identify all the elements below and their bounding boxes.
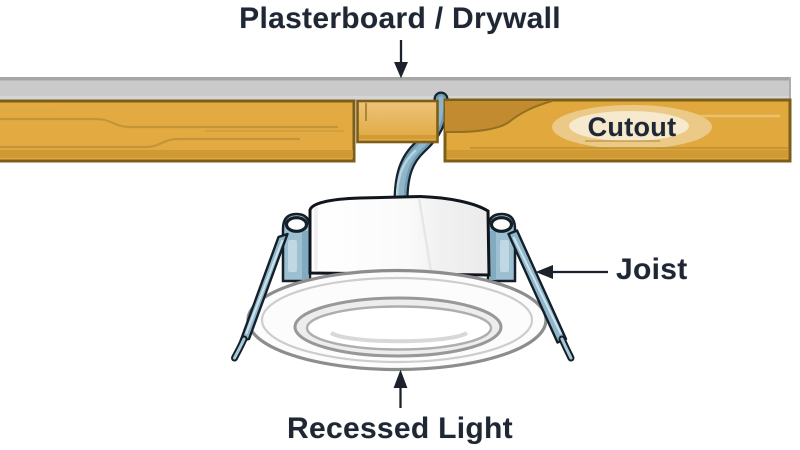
recessed-light-fixture <box>231 194 575 372</box>
canister-facet-line <box>417 197 433 272</box>
blocking-middle-graphic <box>356 99 439 144</box>
wood-grain <box>0 137 300 149</box>
spring-clip-right-bracket <box>486 212 517 283</box>
plasterboard-right-edge <box>789 77 791 101</box>
wood-grain <box>0 117 338 129</box>
cutout-label: Cutout <box>587 112 677 142</box>
plasterboard-down-arrow-icon <box>394 40 408 79</box>
cutout-shadow-edge <box>445 100 553 133</box>
joist-label: Joist <box>616 253 688 286</box>
cutout-shadow <box>445 101 552 132</box>
cable-highlight <box>395 149 417 201</box>
joist-left-arrow-icon <box>535 265 608 279</box>
spring-clip-left-bracket <box>281 212 312 283</box>
trim-flange <box>246 268 548 372</box>
recessed-light-up-arrow-icon <box>393 369 408 408</box>
light-canister <box>308 194 491 277</box>
plasterboard-top-edge <box>0 77 791 81</box>
joist-left-graphic <box>0 99 356 163</box>
clip-eyelet-hole <box>489 216 514 233</box>
plasterboard-bottom-highlight <box>0 96 791 101</box>
spring-clip-right-arm <box>507 229 575 362</box>
plasterboard-graphic <box>0 77 791 101</box>
spring-clip-left-arm <box>231 232 289 362</box>
lens-bottom-shade <box>330 331 468 344</box>
cutout-label-glow <box>569 111 689 141</box>
recessed-light-label: Recessed Light <box>287 412 513 445</box>
clip-eyelet-hole <box>284 216 309 233</box>
joist-right-graphic <box>443 98 792 163</box>
cable-graphic <box>393 91 449 210</box>
plasterboard-label: Plasterboard / Drywall <box>239 2 561 35</box>
